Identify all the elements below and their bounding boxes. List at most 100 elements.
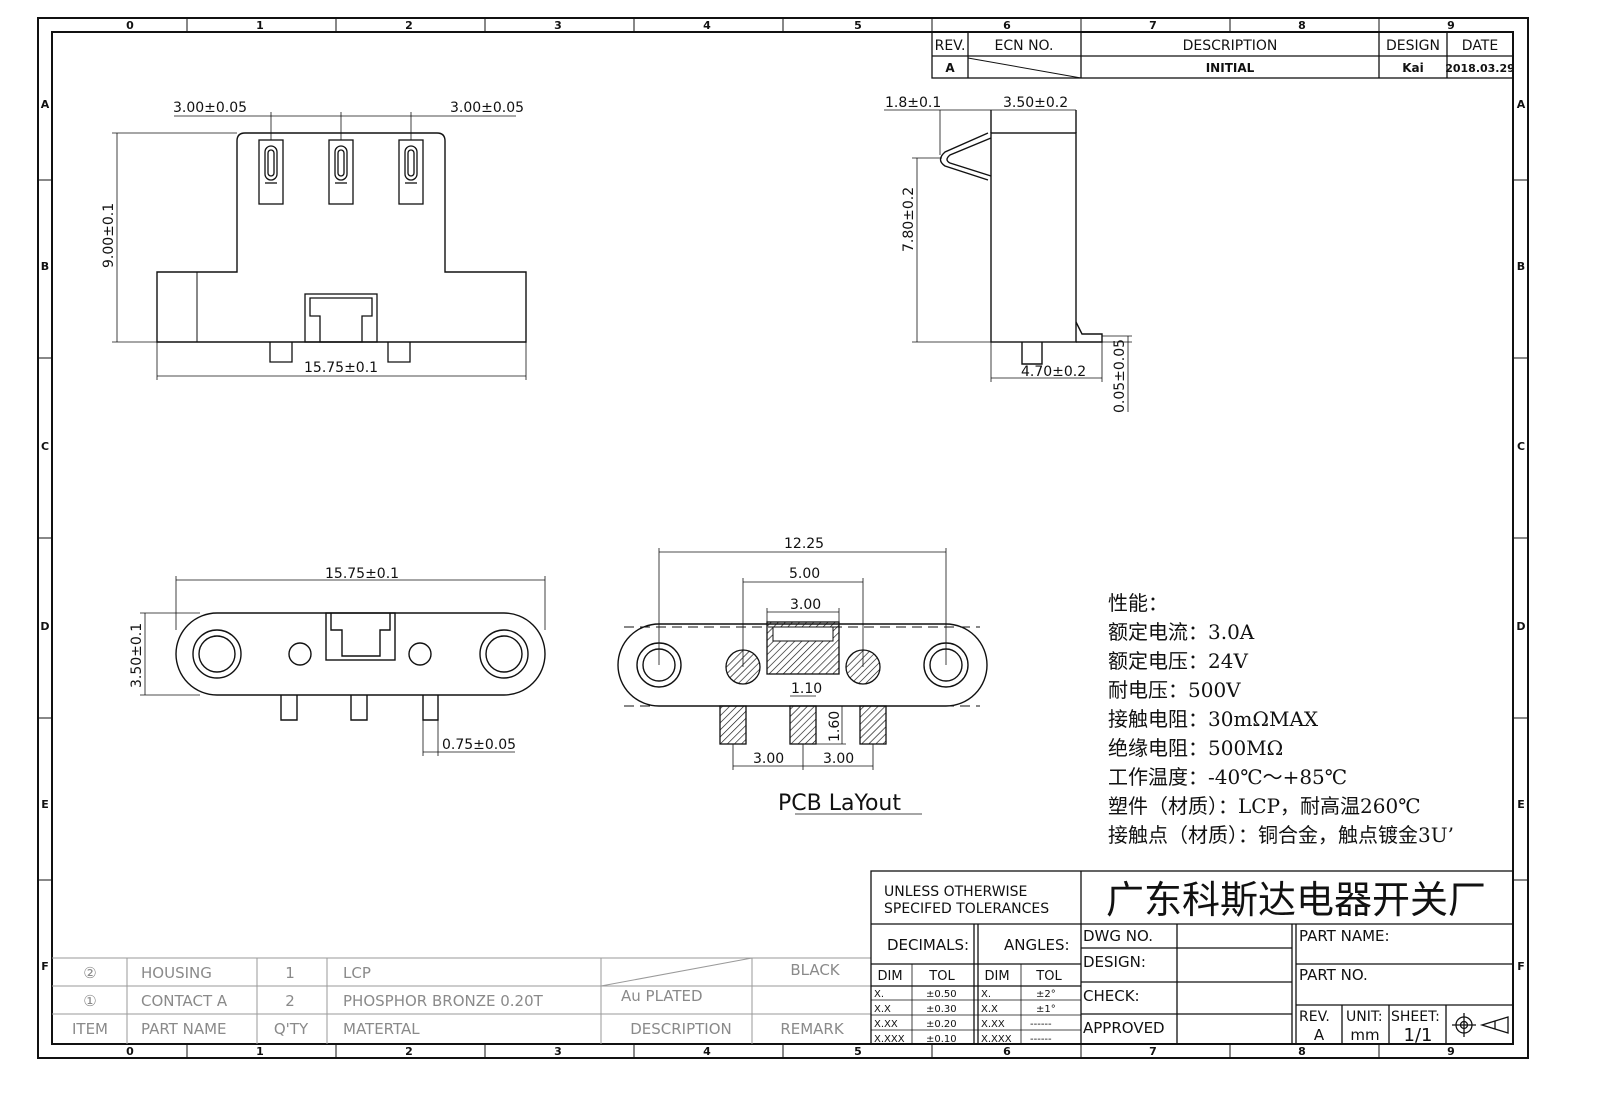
part-name-label: PART NAME:: [1299, 927, 1390, 945]
unit-label: UNIT:: [1346, 1009, 1383, 1025]
grid-row-label: A: [41, 98, 50, 111]
projection-symbol-icon: [1452, 1013, 1509, 1037]
spec-line: 性能：: [1108, 591, 1168, 615]
dim-label: 7.80±0.2: [901, 187, 917, 252]
bom-qty: 2: [285, 992, 295, 1010]
grid-col-label: 1: [256, 1045, 264, 1058]
dim-label: 4.70±0.2: [1021, 364, 1086, 380]
spec-line: 接触电阻：30mΩMAX: [1108, 707, 1319, 731]
sheet-label: SHEET:: [1391, 1009, 1440, 1025]
grid-row-label: A: [1517, 98, 1526, 111]
grid-col-label: 1: [256, 19, 264, 32]
grid-col-label: 7: [1149, 1045, 1157, 1058]
tolerance-note-line2: SPECIFED TOLERANCES: [884, 901, 1049, 917]
angle-dim: X.: [981, 989, 991, 1000]
grid-row-label: C: [41, 440, 49, 453]
grid-col-label: 2: [405, 1045, 413, 1058]
dim-column-header: DIM: [984, 969, 1009, 984]
pcb-layout-label: PCB LaYout: [778, 791, 901, 816]
specifications: 性能： 额定电流：3.0A 额定电压：24V 耐电压：500V 接触电阻：30m…: [1108, 591, 1454, 847]
dim-label: 12.25: [784, 536, 824, 552]
grid-col-label: 3: [554, 19, 562, 32]
grid-col-label: 9: [1447, 1045, 1455, 1058]
bom-material: PHOSPHOR BRONZE 0.20T: [343, 992, 544, 1010]
angle-dim: X.XX: [981, 1019, 1005, 1030]
pcb-layout: 12.25 5.00 3.00 1.10 3.00 3.00 1.60 PCB …: [617, 536, 988, 816]
company-name: 广东科斯达电器开关厂: [1106, 878, 1486, 922]
tol-column-header: TOL: [928, 969, 955, 984]
grid-col-label: 2: [405, 19, 413, 32]
design-header: DESIGN: [1386, 38, 1440, 54]
grid-row-label: B: [41, 260, 49, 273]
spec-line: 工作温度：-40℃～+85℃: [1108, 765, 1347, 789]
grid-row-label: D: [40, 620, 49, 633]
description-header: DESCRIPTION: [1183, 38, 1278, 54]
dwg-no-label: DWG NO.: [1083, 927, 1153, 945]
angle-tol: ±1°: [1036, 1004, 1056, 1015]
bom-header-qty: Q'TY: [274, 1020, 309, 1038]
angle-dim: X.X: [981, 1004, 998, 1015]
dim-label: 1.10: [791, 681, 822, 697]
dim-label: 0.75±0.05: [442, 737, 516, 753]
grid-row-label: F: [41, 960, 49, 973]
revision-table: REV. ECN NO. DESCRIPTION DESIGN DATE A I…: [931, 31, 1515, 79]
dim-label: 3.00: [823, 751, 854, 767]
grid-row-label: D: [1516, 620, 1525, 633]
bom-remark: BLACK: [790, 961, 840, 979]
spec-line: 绝缘电阻：500MΩ: [1108, 736, 1283, 760]
bom-qty: 1: [285, 964, 295, 982]
bom-header-description: DESCRIPTION: [630, 1020, 732, 1038]
grid-row-label: F: [1517, 960, 1525, 973]
grid-col-label: 7: [1149, 19, 1157, 32]
bom-item: ①: [83, 992, 96, 1010]
spec-line: 额定电压：24V: [1108, 649, 1248, 673]
angle-tol: ------: [1030, 1034, 1052, 1045]
bom-material: LCP: [343, 964, 371, 982]
decimal-dim: X.X: [874, 1004, 891, 1015]
date-header: DATE: [1462, 38, 1498, 54]
rev-label: REV.: [1299, 1009, 1330, 1025]
grid-row-label: E: [1517, 798, 1525, 811]
dim-label: 3.00: [753, 751, 784, 767]
angle-tol: ------: [1030, 1019, 1052, 1030]
dim-label: 3.00: [790, 597, 821, 613]
bom-header-item: ITEM: [72, 1020, 108, 1038]
front-view: 3.00±0.05 3.00±0.05 15.75±0.1 9.00±0.1: [101, 100, 527, 380]
sheet-frame: 0 1 2 3 4 5 6 7 8 9 0 1 2 3 4 5 6 7 8 9 …: [37, 17, 1529, 1059]
decimal-dim: X.XXX: [874, 1034, 905, 1045]
bom-header-material: MATERTAL: [343, 1020, 420, 1038]
spec-line: 接触点（材质）：铜合金，触点镀金3U’: [1108, 823, 1454, 847]
grid-col-label: 4: [703, 19, 711, 32]
decimal-tol: ±0.10: [926, 1034, 957, 1045]
grid-col-label: 4: [703, 1045, 711, 1058]
sheet-value: 1/1: [1404, 1025, 1433, 1046]
angles-label: ANGLES:: [1004, 936, 1070, 954]
grid-col-label: 8: [1298, 1045, 1306, 1058]
title-block: UNLESS OTHERWISE SPECIFED TOLERANCES DEC…: [870, 870, 1514, 1046]
decimal-dim: X.XX: [874, 1019, 898, 1030]
rev-header: REV.: [935, 38, 966, 54]
rev-value: A: [1314, 1026, 1325, 1044]
angle-dim: X.XXX: [981, 1034, 1012, 1045]
dim-label: 1.8±0.1: [885, 95, 941, 111]
bom-part-name: HOUSING: [141, 964, 212, 982]
grid-row-label: C: [1517, 440, 1525, 453]
dim-label: 3.00±0.05: [450, 100, 524, 116]
side-view: 1.8±0.1 3.50±0.2 4.70±0.2 7.80±0.2 0.05±…: [884, 95, 1132, 413]
grid-col-label: 5: [854, 19, 862, 32]
approved-label: APPROVED: [1083, 1019, 1165, 1037]
design-value: Kai: [1402, 61, 1424, 75]
bom-table: ② HOUSING 1 LCP BLACK ① CONTACT A 2 PHOS…: [52, 957, 871, 1044]
spec-line: 塑件（材质）：LCP，耐高温260℃: [1108, 794, 1421, 818]
decimal-tol: ±0.20: [926, 1019, 957, 1030]
tolerance-note-line1: UNLESS OTHERWISE: [884, 884, 1027, 900]
spec-line: 耐电压：500V: [1108, 678, 1241, 702]
angle-tol: ±2°: [1036, 989, 1056, 1000]
design-label: DESIGN:: [1083, 953, 1146, 971]
dim-label: 3.50±0.2: [1003, 95, 1068, 111]
bom-header-remark: REMARK: [780, 1020, 845, 1038]
dim-label: 3.00±0.05: [173, 100, 247, 116]
dim-label: 0.05±0.05: [1112, 339, 1128, 413]
dim-label: 1.60: [827, 711, 843, 742]
decimal-tol: ±0.30: [926, 1004, 957, 1015]
